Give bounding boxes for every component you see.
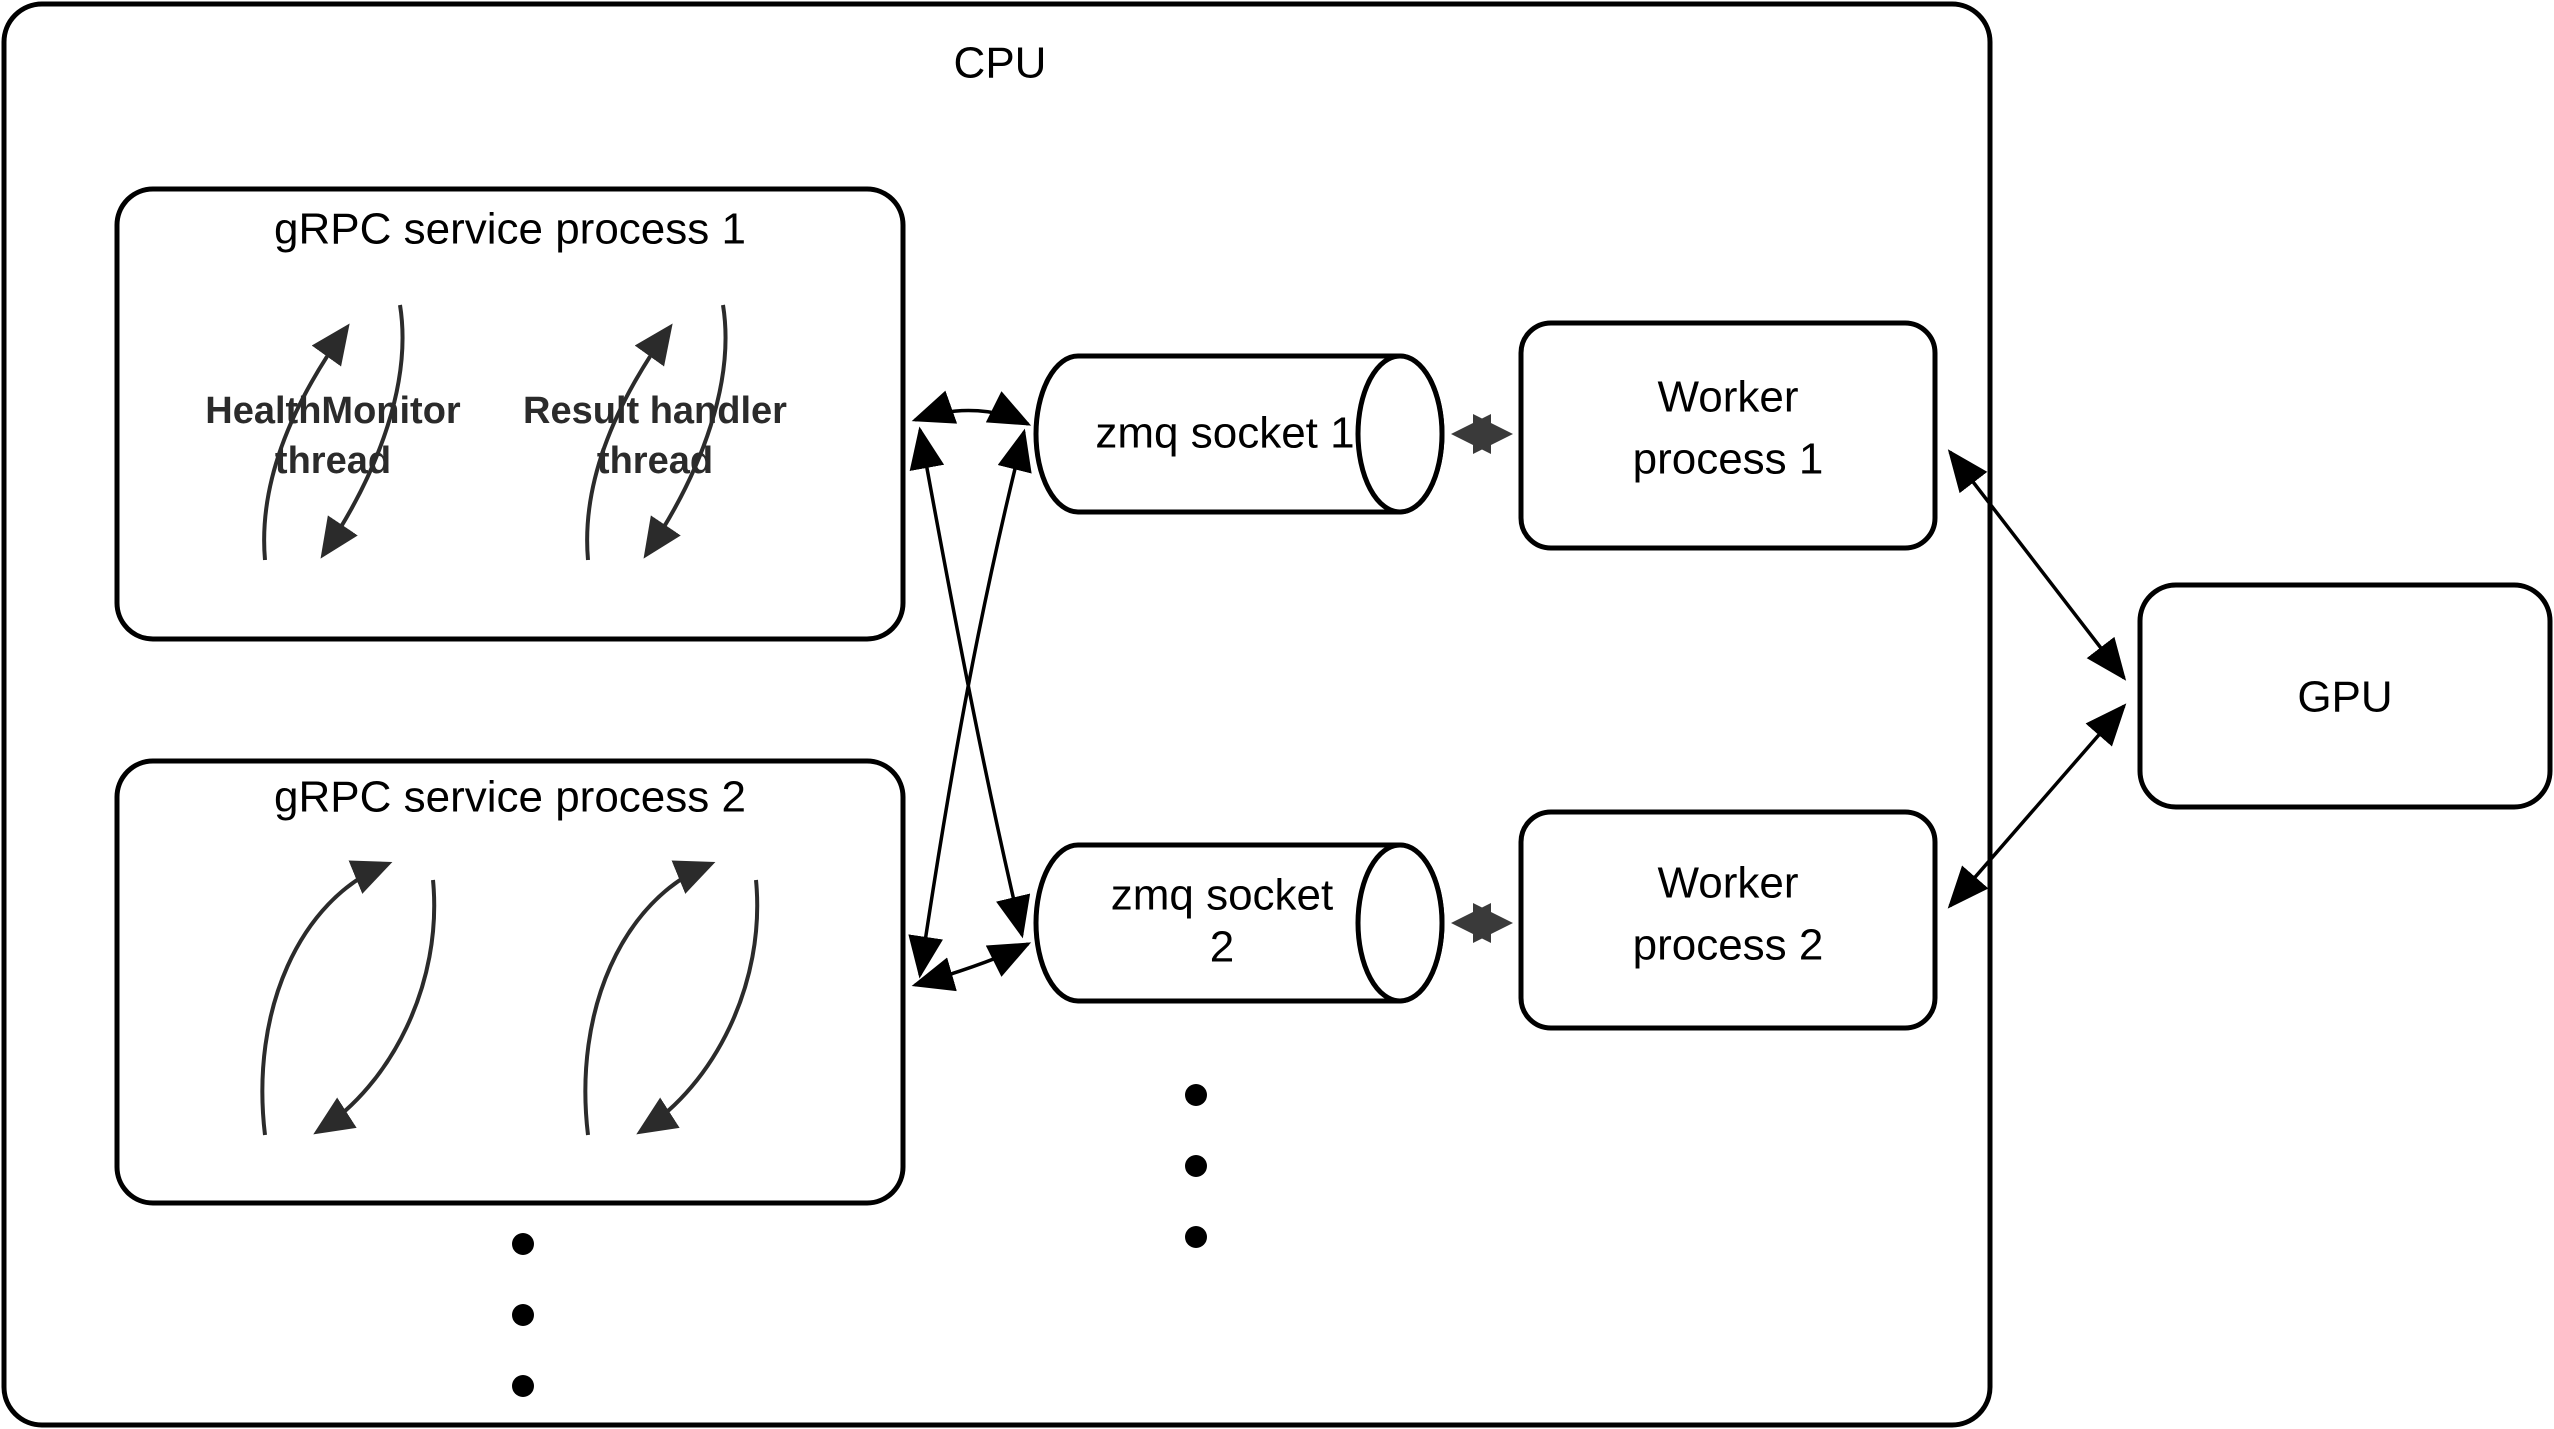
socket-worker-connectors: [1451, 414, 1513, 943]
result-handler-thread-label-line2: thread: [597, 440, 713, 482]
ellipsis-dot: [1185, 1226, 1207, 1248]
grpc-process-ellipsis: [512, 1233, 534, 1397]
process-socket-connectors: [908, 390, 1032, 992]
healthmonitor-thread-loop-icon: [262, 304, 405, 561]
worker-process-1-label-line2: process 1: [1633, 435, 1824, 484]
healthmonitor-thread-label-line1: HealthMonitor: [205, 390, 461, 432]
gpu-label: GPU: [2297, 673, 2392, 722]
zmq-socket-1-cylinder-cap: [1355, 353, 1445, 515]
worker-process-2[interactable]: Worker process 2: [1518, 809, 1938, 1031]
worker-gpu-connectors: [1947, 449, 2127, 909]
socket-column-ellipsis: [1185, 1084, 1207, 1248]
worker-process-2-box[interactable]: [1518, 809, 1938, 1031]
gpu-box[interactable]: [2137, 582, 2553, 810]
ellipsis-dot: [512, 1304, 534, 1326]
connector-worker2-gpu: [1947, 703, 2127, 909]
worker-process-1-label-line1: Worker: [1658, 373, 1799, 422]
healthmonitor-thread-label-line2: thread: [275, 440, 391, 482]
connector-worker1-gpu: [1947, 449, 2127, 681]
worker-process-2-label-line1: Worker: [1658, 859, 1799, 908]
ellipsis-dot: [1185, 1084, 1207, 1106]
cpu-label: CPU: [954, 39, 1047, 88]
worker-process-1-box[interactable]: [1518, 320, 1938, 551]
grpc-process-2-thread-loop-2-icon: [583, 860, 760, 1136]
ellipsis-dot: [512, 1375, 534, 1397]
grpc-process-2-thread-loop-1-icon: [260, 860, 437, 1136]
zmq-socket-2-label-line1: zmq socket: [1111, 871, 1334, 920]
zmq-socket-1-label: zmq socket 1: [1095, 409, 1354, 458]
ellipsis-dot: [1185, 1155, 1207, 1177]
zmq-socket-2-label-line2: 2: [1210, 923, 1234, 972]
result-handler-thread-label-line1: Result handler: [523, 390, 787, 432]
grpc-service-process-1[interactable]: gRPC service process 1 HealthMonitor thr…: [114, 186, 906, 642]
zmq-socket-2-cylinder-cap: [1355, 842, 1445, 1004]
gpu-container[interactable]: GPU: [2137, 582, 2553, 810]
grpc-process-2-box[interactable]: [114, 758, 906, 1206]
grpc-process-1-box[interactable]: [114, 186, 906, 642]
grpc-process-1-label: gRPC service process 1: [274, 205, 746, 254]
grpc-process-2-label: gRPC service process 2: [274, 773, 746, 822]
worker-process-2-label-line2: process 2: [1633, 921, 1824, 970]
grpc-service-process-2[interactable]: gRPC service process 2: [114, 758, 906, 1206]
worker-process-1[interactable]: Worker process 1: [1518, 320, 1938, 551]
connector-process2-socket1: [908, 428, 1032, 979]
connector-process1-socket1: [911, 390, 1032, 426]
result-handler-thread-loop-icon: [585, 304, 728, 561]
ellipsis-dot: [512, 1233, 534, 1255]
zmq-socket-2[interactable]: zmq socket 2: [1033, 842, 1445, 1004]
zmq-socket-1[interactable]: zmq socket 1: [1033, 353, 1445, 515]
